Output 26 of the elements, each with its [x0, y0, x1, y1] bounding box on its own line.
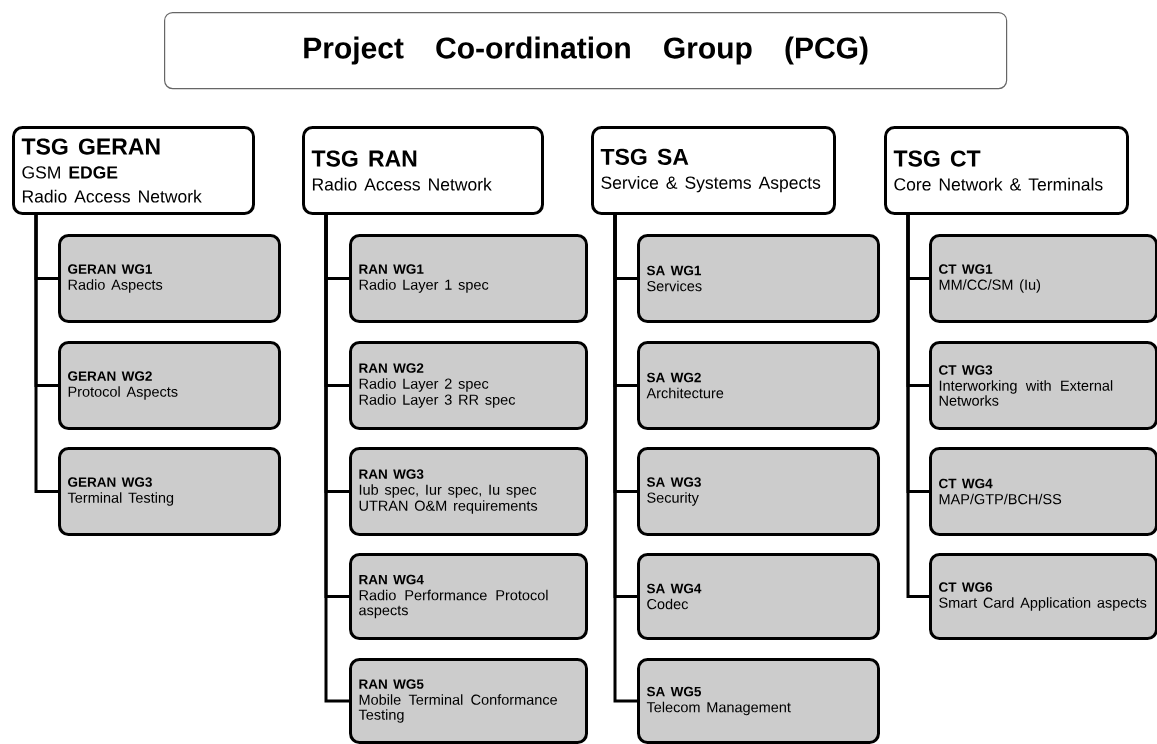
- working-group-box: CT WG6 Smart Card Application aspects: [929, 553, 1157, 640]
- connector-line: [34, 213, 58, 493]
- working-group-box: RAN WG2 Radio Layer 2 spec Radio Layer 3 RR spec: [349, 341, 588, 430]
- working-group-box: SA WG2 Architecture: [637, 341, 880, 430]
- working-group-box: RAN WG1 Radio Layer 1 spec: [349, 234, 588, 323]
- connector-line: [613, 213, 637, 703]
- working-group-box: SA WG4 Codec: [637, 553, 880, 640]
- group-box: TSG RAN Radio Access Network: [302, 126, 544, 215]
- working-group-box: GERAN WG3 Terminal Testing: [58, 447, 281, 536]
- title-box: Project Co-ordination Group (PCG): [164, 12, 1008, 90]
- working-group-box: GERAN WG1 Radio Aspects: [58, 234, 281, 323]
- working-group-box: SA WG1 Services: [637, 234, 880, 323]
- working-group-box: CT WG3 Interworking with External Networks: [929, 341, 1157, 430]
- working-group-box: RAN WG3 Iub spec, Iur spec, Iu spec UTRAN O&M requirements: [349, 447, 588, 536]
- working-group-box: CT WG4 MAP/GTP/BCH/SS: [929, 447, 1157, 536]
- group-box: TSG CT Core Network & Terminals: [884, 126, 1129, 215]
- group-box: TSG SA Service & Systems Aspects: [591, 126, 836, 215]
- working-group-box: GERAN WG2 Protocol Aspects: [58, 341, 281, 430]
- working-group-box: SA WG3 Security: [637, 447, 880, 536]
- group-box: TSG GERAN GSM EDGE Radio Access Network: [12, 126, 255, 215]
- working-group-box: CT WG1 MM/CC/SM (Iu): [929, 234, 1157, 323]
- connector-line: [906, 213, 929, 598]
- connector-line: [324, 213, 349, 703]
- working-group-box: RAN WG5 Mobile Terminal Conformance Testing: [349, 658, 588, 744]
- working-group-box: SA WG5 Telecom Management: [637, 658, 880, 744]
- working-group-box: RAN WG4 Radio Performance Protocol aspects: [349, 553, 588, 640]
